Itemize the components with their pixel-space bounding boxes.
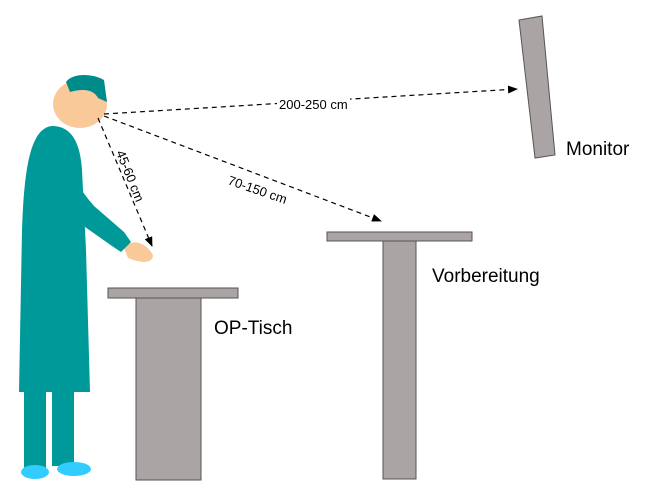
shoe-cover — [57, 462, 91, 476]
surgeon-figure — [19, 74, 153, 479]
distance-arrow-preparation — [103, 115, 382, 222]
monitor-label: Monitor — [566, 139, 630, 160]
distance-arrow-monitor — [103, 85, 518, 115]
surgical-cap — [66, 74, 107, 102]
preparation-label: Vorbereitung — [432, 266, 540, 287]
op-table-label: OP-Tisch — [214, 318, 293, 339]
arm — [46, 150, 131, 252]
monitor-screen — [518, 15, 556, 159]
shoe-cover — [21, 465, 49, 479]
preparation-table — [326, 231, 473, 480]
op-table — [107, 287, 239, 481]
leg — [24, 390, 46, 470]
hand — [124, 242, 153, 262]
distance-label-monitor: 200-250 cm — [277, 97, 350, 112]
leg — [52, 390, 74, 466]
